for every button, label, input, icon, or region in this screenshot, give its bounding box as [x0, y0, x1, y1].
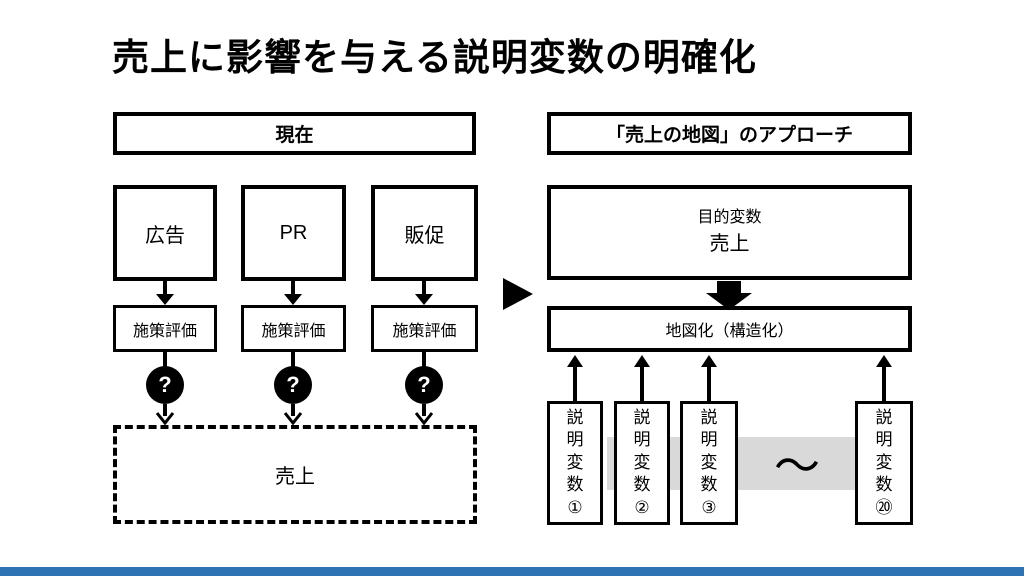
transition-arrow-icon [503, 278, 533, 310]
eval-box-2: 施策評価 [241, 305, 346, 352]
variable-box-2: 説明変数 ② [614, 401, 670, 525]
variable-number: ⑳ [875, 497, 893, 517]
channel-box-ad: 広告 [113, 185, 217, 281]
down-arrow-stem [291, 281, 295, 296]
eval-box-1: 施策評価 [113, 305, 217, 352]
channel-box-promo: 販促 [371, 185, 478, 281]
down-arrow-icon [415, 294, 433, 305]
up-arrow-icon [876, 355, 892, 367]
variable-box-1: 説明変数 ① [547, 401, 603, 525]
up-arrow-stem [573, 365, 577, 401]
open-arrow-stem [163, 404, 167, 416]
connector-line [163, 352, 167, 368]
block-arrow-icon [706, 293, 752, 310]
down-arrow-stem [163, 281, 167, 296]
objective-caption: 目的変数 [697, 209, 762, 227]
up-arrow-stem [640, 365, 644, 401]
open-arrowhead-icon [284, 412, 302, 425]
variable-number: ③ [701, 497, 717, 517]
up-arrow-icon [634, 355, 650, 367]
open-arrow-stem [291, 404, 295, 416]
block-arrow-stem [717, 281, 741, 295]
open-arrowhead-icon [156, 412, 174, 425]
variable-box-3: 説明変数 ③ [680, 401, 738, 525]
connector-line [291, 352, 295, 368]
objective-box: 目的変数 売上 [547, 185, 912, 280]
ellipsis-tilde: ～ [774, 439, 820, 492]
variable-number: ② [634, 497, 650, 517]
question-circle: ? [405, 366, 443, 404]
mapping-box: 地図化（構造化） [547, 306, 912, 352]
left-section-header: 現在 [113, 112, 476, 155]
channel-box-pr: PR [241, 185, 346, 281]
right-section-header: 「売上の地図」のアプローチ [547, 112, 912, 155]
objective-value: 売上 [709, 232, 750, 255]
up-arrow-stem [707, 365, 711, 401]
open-arrowhead-icon [415, 412, 433, 425]
variable-number: ① [567, 497, 583, 517]
variable-label: 説明変数 [875, 407, 893, 495]
variable-label: 説明変数 [633, 407, 651, 495]
connector-line [422, 352, 426, 368]
question-circle: ? [274, 366, 312, 404]
up-arrow-icon [567, 355, 583, 367]
sales-dashed-box: 売上 [113, 425, 477, 524]
eval-box-3: 施策評価 [371, 305, 478, 352]
variable-label: 説明変数 [700, 407, 718, 495]
up-arrow-icon [701, 355, 717, 367]
page-title: 売上に影響を与える説明変数の明確化 [112, 37, 757, 78]
down-arrow-icon [284, 294, 302, 305]
down-arrow-icon [156, 294, 174, 305]
variable-box-20: 説明変数 ⑳ [855, 401, 913, 525]
variable-label: 説明変数 [566, 407, 584, 495]
question-circle: ? [146, 366, 184, 404]
bottom-accent-bar [0, 567, 1024, 576]
up-arrow-stem [882, 365, 886, 401]
down-arrow-stem [422, 281, 426, 296]
open-arrow-stem [422, 404, 426, 416]
